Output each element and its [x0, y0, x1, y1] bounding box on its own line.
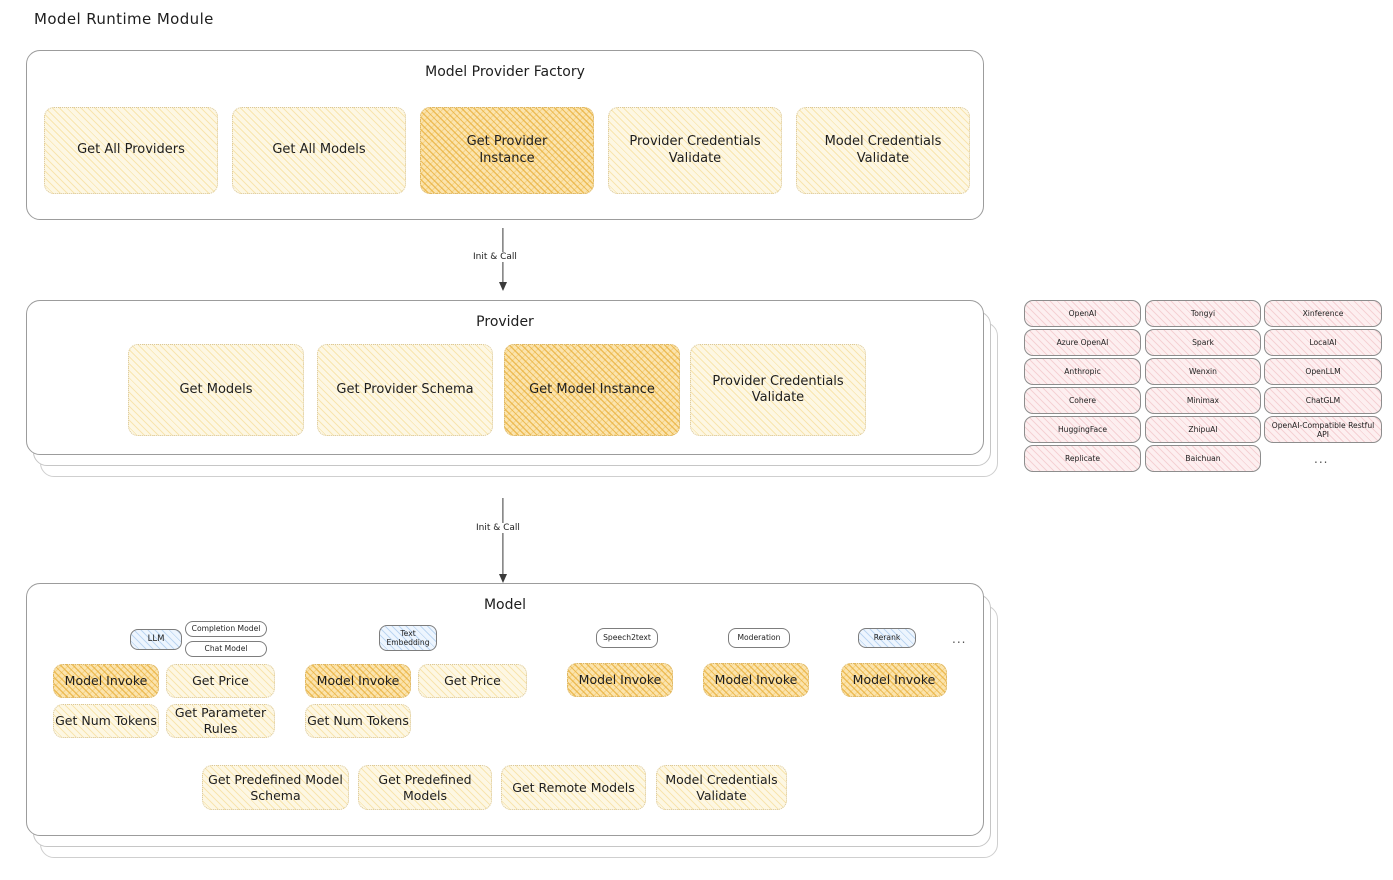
provider-chip-anthropic[interactable]: Anthropic — [1024, 358, 1141, 385]
factory-method-get-all-models[interactable]: Get All Models — [232, 107, 406, 194]
provider-method-get-models[interactable]: Get Models — [128, 344, 304, 436]
factory-method-get-all-providers[interactable]: Get All Providers — [44, 107, 218, 194]
provider-list: OpenAI Azure OpenAI Anthropic Cohere Hug… — [1024, 300, 1382, 475]
text-embedding-method-get-num-tokens[interactable]: Get Num Tokens — [305, 704, 411, 738]
model-type-speech2text[interactable]: Speech2text — [596, 628, 658, 648]
provider-chip-openai-compatible-restful-api[interactable]: OpenAI-Compatible Restful API — [1264, 416, 1382, 443]
provider-chip-openai[interactable]: OpenAI — [1024, 300, 1141, 327]
model-title: Model — [483, 597, 527, 613]
provider-chip-huggingface[interactable]: HuggingFace — [1024, 416, 1141, 443]
model-type-llm[interactable]: LLM — [130, 629, 182, 650]
model-common-get-remote-models[interactable]: Get Remote Models — [501, 765, 646, 810]
arrow-head-icon — [499, 574, 507, 583]
factory-method-provider-credentials-validate[interactable]: Provider Credentials Validate — [608, 107, 782, 194]
provider-method-provider-credentials-validate[interactable]: Provider Credentials Validate — [690, 344, 866, 436]
model-type-rerank[interactable]: Rerank — [858, 628, 916, 648]
card-inner: Provider Get Models Get Provider Schema … — [26, 300, 984, 455]
provider-chip-azure-openai[interactable]: Azure OpenAI — [1024, 329, 1141, 356]
model-provider-factory-card: Model Provider Factory Get All Providers… — [26, 50, 984, 220]
arrow-shaft — [502, 498, 504, 582]
llm-method-get-parameter-rules[interactable]: Get Parameter Rules — [166, 704, 275, 738]
arrow-label-init-and-call-1: Init & Call — [470, 252, 520, 262]
model-card: Model LLM Completion Model Chat Model Mo… — [26, 583, 998, 858]
model-subtype-completion-model[interactable]: Completion Model — [185, 621, 267, 637]
model-provider-factory-title: Model Provider Factory — [425, 64, 585, 80]
text-embedding-method-model-invoke[interactable]: Model Invoke — [305, 664, 411, 698]
provider-card: Provider Get Models Get Provider Schema … — [26, 300, 998, 477]
provider-chip-replicate[interactable]: Replicate — [1024, 445, 1141, 472]
model-common-model-credentials-validate[interactable]: Model Credentials Validate — [656, 765, 787, 810]
rerank-method-model-invoke[interactable]: Model Invoke — [841, 663, 947, 697]
provider-chip-chatglm[interactable]: ChatGLM — [1264, 387, 1382, 414]
provider-title: Provider — [476, 314, 534, 330]
provider-chip-minimax[interactable]: Minimax — [1145, 387, 1261, 414]
llm-method-model-invoke[interactable]: Model Invoke — [53, 664, 159, 698]
arrow-provider-to-model — [497, 498, 509, 583]
provider-chip-wenxin[interactable]: Wenxin — [1145, 358, 1261, 385]
arrow-head-icon — [499, 282, 507, 291]
provider-chip-xinference[interactable]: Xinference — [1264, 300, 1382, 327]
provider-chip-tongyi[interactable]: Tongyi — [1145, 300, 1261, 327]
provider-chip-spark[interactable]: Spark — [1145, 329, 1261, 356]
moderation-method-model-invoke[interactable]: Model Invoke — [703, 663, 809, 697]
page-title: Model Runtime Module — [34, 10, 214, 28]
arrow-label-init-and-call-2: Init & Call — [473, 523, 523, 533]
model-type-text-embedding[interactable]: Text Embedding — [379, 625, 437, 651]
model-common-get-predefined-models[interactable]: Get Predefined Models — [358, 765, 492, 810]
provider-chip-localai[interactable]: LocalAI — [1264, 329, 1382, 356]
provider-method-get-model-instance[interactable]: Get Model Instance — [504, 344, 680, 436]
model-common-get-predefined-model-schema[interactable]: Get Predefined Model Schema — [202, 765, 349, 810]
speech2text-method-model-invoke[interactable]: Model Invoke — [567, 663, 673, 697]
llm-method-get-price[interactable]: Get Price — [166, 664, 275, 698]
card-inner: Model LLM Completion Model Chat Model Mo… — [26, 583, 984, 836]
model-type-moderation[interactable]: Moderation — [728, 628, 790, 648]
factory-method-model-credentials-validate[interactable]: Model Credentials Validate — [796, 107, 970, 194]
model-types-more: ... — [952, 632, 967, 646]
provider-method-get-provider-schema[interactable]: Get Provider Schema — [317, 344, 493, 436]
factory-method-get-provider-instance[interactable]: Get Provider Instance — [420, 107, 594, 194]
model-subtype-chat-model[interactable]: Chat Model — [185, 641, 267, 657]
provider-chip-cohere[interactable]: Cohere — [1024, 387, 1141, 414]
provider-chip-baichuan[interactable]: Baichuan — [1145, 445, 1261, 472]
provider-chip-openllm[interactable]: OpenLLM — [1264, 358, 1382, 385]
text-embedding-method-get-price[interactable]: Get Price — [418, 664, 527, 698]
card-inner: Model Provider Factory Get All Providers… — [26, 50, 984, 220]
provider-list-more: ... — [1314, 452, 1329, 466]
llm-method-get-num-tokens[interactable]: Get Num Tokens — [53, 704, 159, 738]
provider-chip-zhipuai[interactable]: ZhipuAI — [1145, 416, 1261, 443]
